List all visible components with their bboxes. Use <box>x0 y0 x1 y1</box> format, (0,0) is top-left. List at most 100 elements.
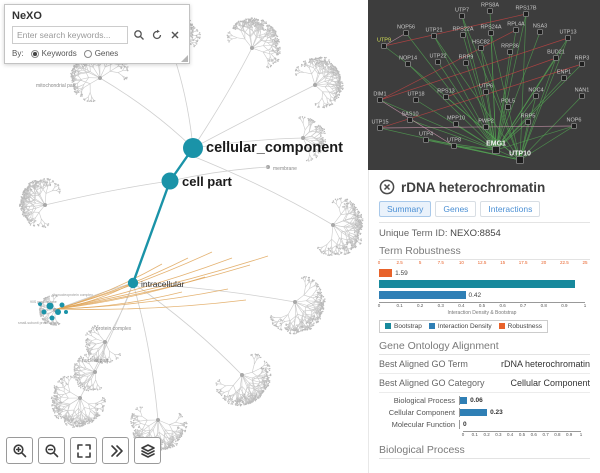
network-node[interactable] <box>451 143 457 149</box>
network-node-label: DIM1 <box>373 92 386 98</box>
network-node[interactable] <box>579 93 585 99</box>
ontology-tree-canvas[interactable]: mitochondrial part cellular_componentcell… <box>0 0 368 473</box>
network-node[interactable] <box>553 55 559 61</box>
network-node-label: POL5 <box>501 99 515 105</box>
expand-all-button[interactable] <box>102 437 129 464</box>
tab-genes[interactable]: Genes <box>435 201 477 217</box>
zoom-in-icon <box>12 443 26 457</box>
tree-node-label[interactable]: cell part <box>182 174 233 189</box>
network-node-label: RPS13 <box>437 89 454 95</box>
zoom-in-button[interactable] <box>6 437 33 464</box>
network-node-label: BUD21 <box>547 50 565 56</box>
network-node[interactable] <box>403 30 409 36</box>
tree-node-label[interactable]: intracellular <box>141 279 185 289</box>
tab-summary[interactable]: Summary <box>379 201 432 217</box>
search-icon[interactable] <box>132 28 146 42</box>
radio-keywords-circle[interactable] <box>30 49 39 58</box>
network-node[interactable] <box>478 45 484 51</box>
tree-node-label: protein complex <box>96 326 132 332</box>
resize-handle[interactable] <box>181 55 188 62</box>
network-node[interactable] <box>453 121 459 127</box>
network-node[interactable] <box>507 49 513 55</box>
radio-genes[interactable]: Genes <box>83 49 119 58</box>
network-node[interactable] <box>523 11 529 17</box>
network-node[interactable] <box>525 119 531 125</box>
term-id-value: NEXO:8854 <box>450 228 501 239</box>
radio-keywords[interactable]: Keywords <box>30 49 77 58</box>
network-node[interactable] <box>565 35 571 41</box>
network-node[interactable] <box>377 125 383 131</box>
radio-genes-label: Genes <box>94 49 119 58</box>
network-node[interactable] <box>516 156 524 164</box>
network-node-label: RPL4A <box>507 22 525 28</box>
network-node-label: UTP9 <box>377 38 391 44</box>
network-node[interactable] <box>483 89 489 95</box>
network-node[interactable] <box>533 93 539 99</box>
tree-node-label: mitochondrial part <box>36 83 76 89</box>
network-node[interactable] <box>537 29 543 35</box>
network-node-label: RRP9 <box>459 55 474 61</box>
network-node[interactable] <box>483 124 489 130</box>
network-node[interactable] <box>571 123 577 129</box>
radio-genes-circle[interactable] <box>83 49 92 58</box>
network-node[interactable] <box>463 60 469 66</box>
section-biological-process: Biological Process <box>379 444 590 459</box>
network-node[interactable] <box>492 146 500 154</box>
network-node-label: HSC82 <box>472 40 490 46</box>
network-node[interactable] <box>460 32 466 38</box>
network-node-label: UTP4 <box>419 132 433 138</box>
robustness-bar-robustness: 1.59 <box>379 269 585 277</box>
network-node-label: PWP2 <box>478 119 494 125</box>
tree-node-label: small-subunit processome <box>18 321 59 325</box>
network-node[interactable] <box>579 61 585 67</box>
network-node-label: UTP15 <box>371 120 388 126</box>
network-node-label: UTP10 <box>509 151 531 158</box>
network-node[interactable] <box>413 97 419 103</box>
network-node[interactable] <box>423 137 429 143</box>
layers-icon <box>140 443 155 458</box>
network-node[interactable] <box>435 59 441 65</box>
reset-icon[interactable] <box>150 28 164 42</box>
fit-to-screen-icon <box>76 443 91 458</box>
radio-keywords-label: Keywords <box>41 49 77 58</box>
network-node[interactable] <box>407 117 413 123</box>
network-node[interactable] <box>377 97 383 103</box>
network-node-label: RRP36 <box>501 44 519 50</box>
network-node[interactable] <box>513 27 519 33</box>
unique-term-id: Unique Term ID: NEXO:8854 <box>379 228 590 239</box>
network-node[interactable] <box>443 94 449 100</box>
network-node[interactable] <box>505 104 511 110</box>
network-node-label: RPS24A <box>480 25 501 31</box>
robustness-bar-bootstrap <box>379 280 585 288</box>
layers-button[interactable] <box>134 437 161 464</box>
network-node[interactable] <box>431 33 437 39</box>
zoom-out-button[interactable] <box>38 437 65 464</box>
network-node[interactable] <box>459 13 465 19</box>
clear-icon[interactable] <box>168 28 182 42</box>
network-node[interactable] <box>381 43 387 49</box>
search-input[interactable] <box>12 26 128 44</box>
close-icon[interactable] <box>379 179 395 195</box>
network-node-label: RPS17B <box>515 6 536 12</box>
network-node-label: UTP8 <box>447 138 461 144</box>
fit-to-screen-button[interactable] <box>70 437 97 464</box>
network-node[interactable] <box>487 8 493 14</box>
tree-node-label: ribonucleoprotein complex <box>52 293 93 297</box>
network-node[interactable] <box>488 30 494 36</box>
tab-interactions[interactable]: Interactions <box>480 201 541 217</box>
tree-node-label[interactable]: cellular_component <box>206 140 343 156</box>
network-node[interactable] <box>405 61 411 67</box>
app-title: NeXO <box>12 10 42 22</box>
network-node[interactable] <box>561 75 567 81</box>
